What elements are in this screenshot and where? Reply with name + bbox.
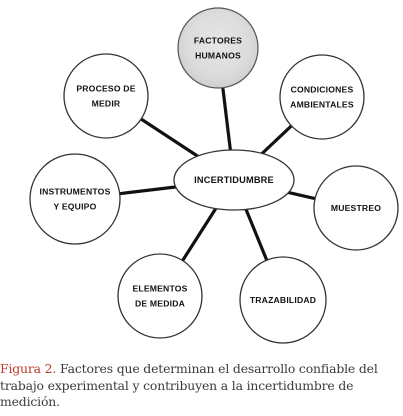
node-label-line: DE MEDIDA	[135, 299, 185, 309]
figure-caption: Figura 2. Factores que determinan el des…	[0, 361, 401, 411]
factors-diagram: FACTORES HUMANOS CONDICIONES AMBIENTALES MUE…	[29, 7, 399, 344]
node-label-line: ELEMENTOS	[132, 284, 187, 294]
node-circle	[313, 165, 399, 251]
connector-condiciones-ambientales	[259, 123, 294, 157]
node-muestreo: MUESTREO	[313, 165, 399, 251]
circles: FACTORES HUMANOS CONDICIONES AMBIENTALES MUE…	[29, 7, 399, 344]
node-label-line: INSTRUMENTOS	[40, 187, 111, 197]
connectors	[118, 86, 317, 263]
node-label-line: HUMANOS	[195, 51, 241, 61]
figure-caption-text: Factores que determinan el desarrollo co…	[0, 361, 378, 409]
connector-trazabilidad	[243, 206, 269, 262]
node-label-line: CONDICIONES	[291, 85, 354, 95]
node-instrumentos-y-equipo: INSTRUMENTOS Y EQUIPO	[29, 153, 121, 245]
node-elementos-de-medida: ELEMENTOS DE MEDIDA	[117, 253, 203, 339]
connector-proceso-de-medir	[139, 117, 201, 159]
node-label-line: TRAZABILIDAD	[250, 295, 316, 305]
node-label-line: INCERTIDUMBRE	[194, 175, 274, 185]
node-label-line: PROCESO DE	[76, 84, 135, 94]
node-label-line: MEDIR	[92, 99, 121, 109]
connector-elementos-de-medida	[180, 206, 219, 263]
center-node: INCERTIDUMBRE	[173, 149, 295, 211]
node-circle	[63, 53, 149, 139]
node-circle	[239, 256, 327, 344]
node-label-line: FACTORES	[194, 36, 242, 46]
node-condiciones-ambientales: CONDICIONES AMBIENTALES	[279, 54, 365, 140]
figure-label: Figura 2.	[0, 361, 57, 376]
node-factores-humanos: FACTORES HUMANOS	[177, 7, 259, 89]
node-circle	[177, 7, 259, 89]
node-trazabilidad: TRAZABILIDAD	[239, 256, 327, 344]
node-proceso-de-medir: PROCESO DE MEDIR	[63, 53, 149, 139]
connector-factores-humanos	[221, 86, 233, 153]
connector-muestreo	[286, 190, 317, 201]
connector-instrumentos-y-equipo	[118, 185, 178, 196]
center-ellipse	[173, 149, 295, 211]
node-circle	[29, 153, 121, 245]
node-circle	[279, 54, 365, 140]
node-circle	[117, 253, 203, 339]
node-label-line: AMBIENTALES	[290, 100, 354, 110]
node-label-line: Y EQUIPO	[54, 202, 97, 212]
node-label-line: MUESTREO	[331, 203, 381, 213]
